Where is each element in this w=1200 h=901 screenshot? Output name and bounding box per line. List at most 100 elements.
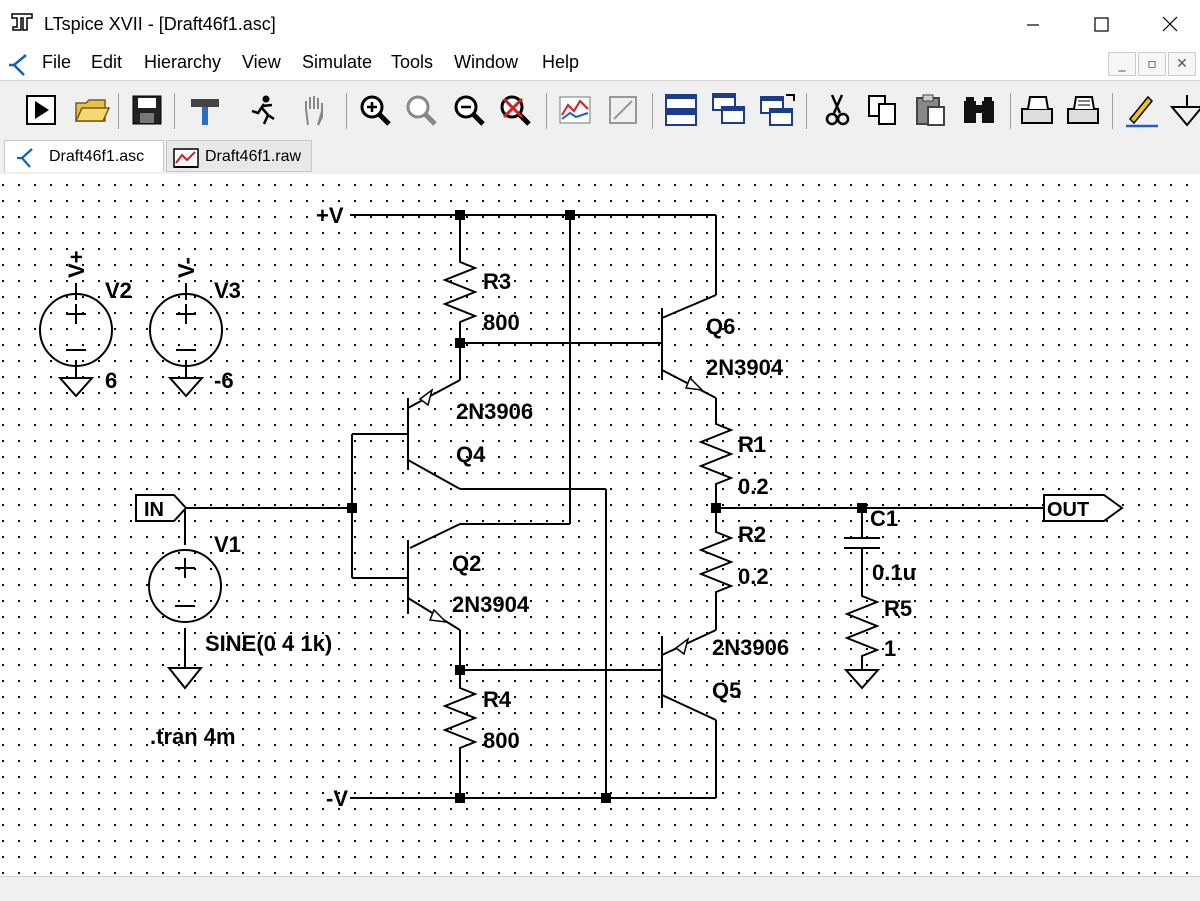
r2-name: R2 — [738, 522, 766, 547]
q6-name: Q6 — [706, 314, 735, 339]
net-flags — [135, 494, 1124, 522]
minimize-button[interactable] — [1010, 8, 1056, 40]
cascade-icon[interactable] — [710, 91, 748, 129]
menu-help[interactable]: Help — [542, 52, 580, 72]
junction-dot — [455, 338, 465, 348]
v2-flag: V+ — [64, 250, 89, 278]
find-icon[interactable] — [960, 91, 998, 129]
r2-value: 0.2 — [738, 564, 769, 589]
save-icon[interactable] — [128, 91, 166, 129]
ltspice-logo-icon — [11, 13, 33, 31]
flag-in — [135, 494, 188, 522]
junction-dot — [347, 503, 357, 513]
flag-out — [1043, 494, 1124, 522]
q5-name: Q5 — [712, 678, 741, 703]
junction-dot — [857, 503, 867, 513]
print-preview-icon[interactable] — [1064, 91, 1102, 129]
ground-symbol — [167, 377, 205, 398]
v1-value: SINE(0 4 1k) — [205, 631, 332, 656]
spice-directive: .tran 4m — [150, 724, 236, 749]
tile-icon[interactable] — [662, 91, 700, 129]
source-v2 — [39, 293, 113, 367]
resistor-r3 — [442, 258, 478, 328]
toolbar-separator — [652, 93, 653, 129]
q6-model: 2N3904 — [706, 355, 784, 380]
capacitor-c1 — [844, 537, 880, 549]
menu-simulate[interactable]: Simulate — [302, 52, 373, 72]
net-vplus-label: +V — [316, 203, 344, 228]
zoom-in-icon[interactable] — [356, 91, 394, 129]
grounds — [57, 377, 881, 690]
tab-label: Draft46f1.raw — [205, 148, 302, 165]
q4-model: 2N3906 — [456, 399, 533, 424]
control-panel-icon[interactable] — [186, 91, 224, 129]
r5-value: 1 — [884, 636, 896, 661]
source-v3 — [149, 293, 223, 367]
schematic-doc-icon — [9, 54, 27, 76]
toolbar-separator — [118, 93, 119, 129]
cut-icon[interactable] — [818, 91, 856, 129]
waveform-icon[interactable] — [604, 91, 642, 129]
v3-value: -6 — [214, 368, 234, 393]
r3-value: 800 — [483, 310, 520, 335]
q2-name: Q2 — [452, 551, 481, 576]
r1-name: R1 — [738, 432, 766, 457]
paste-icon[interactable] — [912, 91, 950, 129]
net-vminus-label: -V — [326, 786, 348, 811]
maximize-button[interactable] — [1078, 8, 1124, 40]
print-icon[interactable] — [1018, 91, 1056, 129]
mdi-close-button[interactable]: ✕ — [1168, 52, 1196, 76]
close-button[interactable] — [1146, 8, 1192, 40]
zoom-area-icon[interactable] — [402, 91, 440, 129]
draw-wire-icon[interactable] — [1122, 91, 1160, 129]
menu-file[interactable]: File — [42, 52, 72, 72]
ground-symbol — [843, 669, 881, 690]
r4-value: 800 — [483, 728, 520, 753]
menu-edit[interactable]: Edit — [91, 52, 123, 72]
q5-emitter-arrow — [674, 637, 690, 656]
toolbar-separator — [1112, 93, 1113, 129]
v3-flag: V- — [174, 257, 199, 278]
mdi-restore-button[interactable]: ▫ — [1138, 52, 1166, 76]
resistor-r1 — [698, 420, 734, 490]
q4-emitter-arrow — [418, 388, 434, 407]
run-icon[interactable] — [22, 91, 60, 129]
copy-icon[interactable] — [864, 91, 902, 129]
menu-window[interactable]: Window — [454, 52, 519, 72]
autorange-icon[interactable] — [556, 91, 594, 129]
v3-name: V3 — [214, 278, 241, 303]
schematic-doc-icon — [17, 148, 33, 168]
menu-view[interactable]: View — [242, 52, 281, 72]
tab-schematic[interactable]: Draft46f1.asc — [4, 140, 164, 172]
junction-dot — [455, 665, 465, 675]
mdi-minimize-button[interactable]: _ — [1108, 52, 1136, 76]
q4-name: Q4 — [456, 442, 486, 467]
schematic-canvas[interactable]: +V -V IN OUT V2 6 V+ V3 -6 V- V1 SINE(0 … — [0, 174, 1200, 874]
tab-label: Draft46f1.asc — [49, 148, 145, 165]
pan-icon[interactable] — [296, 91, 334, 129]
resistors — [442, 258, 880, 754]
menu-tools[interactable]: Tools — [391, 52, 434, 72]
halt-icon[interactable] — [244, 91, 282, 129]
close-window-icon[interactable] — [758, 91, 796, 129]
mdi-controls: _▫✕ — [1106, 52, 1196, 76]
zoom-fit-icon[interactable] — [496, 91, 534, 129]
tab-waveform[interactable]: Draft46f1.raw — [166, 140, 312, 172]
zoom-out-icon[interactable] — [450, 91, 488, 129]
q6-emitter-arrow — [684, 376, 705, 392]
toolbar — [0, 80, 1200, 137]
resistor-r4 — [442, 684, 478, 754]
status-bar — [0, 876, 1200, 901]
toolbar-separator — [1010, 93, 1011, 129]
schematic-labels: +V -V IN OUT V2 6 V+ V3 -6 V- V1 SINE(0 … — [64, 203, 1089, 811]
ground-icon[interactable] — [1168, 91, 1200, 129]
open-icon[interactable] — [72, 91, 110, 129]
title-bar: LTspice XVII - [Draft46f1.asc] — [0, 0, 1200, 48]
resistor-r5 — [844, 592, 880, 662]
net-out-label: OUT — [1047, 499, 1089, 521]
r1-value: 0.2 — [738, 474, 769, 499]
tab-bar: Draft46f1.asc Draft46f1.raw — [0, 136, 1200, 174]
ground-symbol — [57, 377, 95, 398]
menu-hierarchy[interactable]: Hierarchy — [144, 52, 222, 72]
v1-name: V1 — [214, 532, 241, 557]
